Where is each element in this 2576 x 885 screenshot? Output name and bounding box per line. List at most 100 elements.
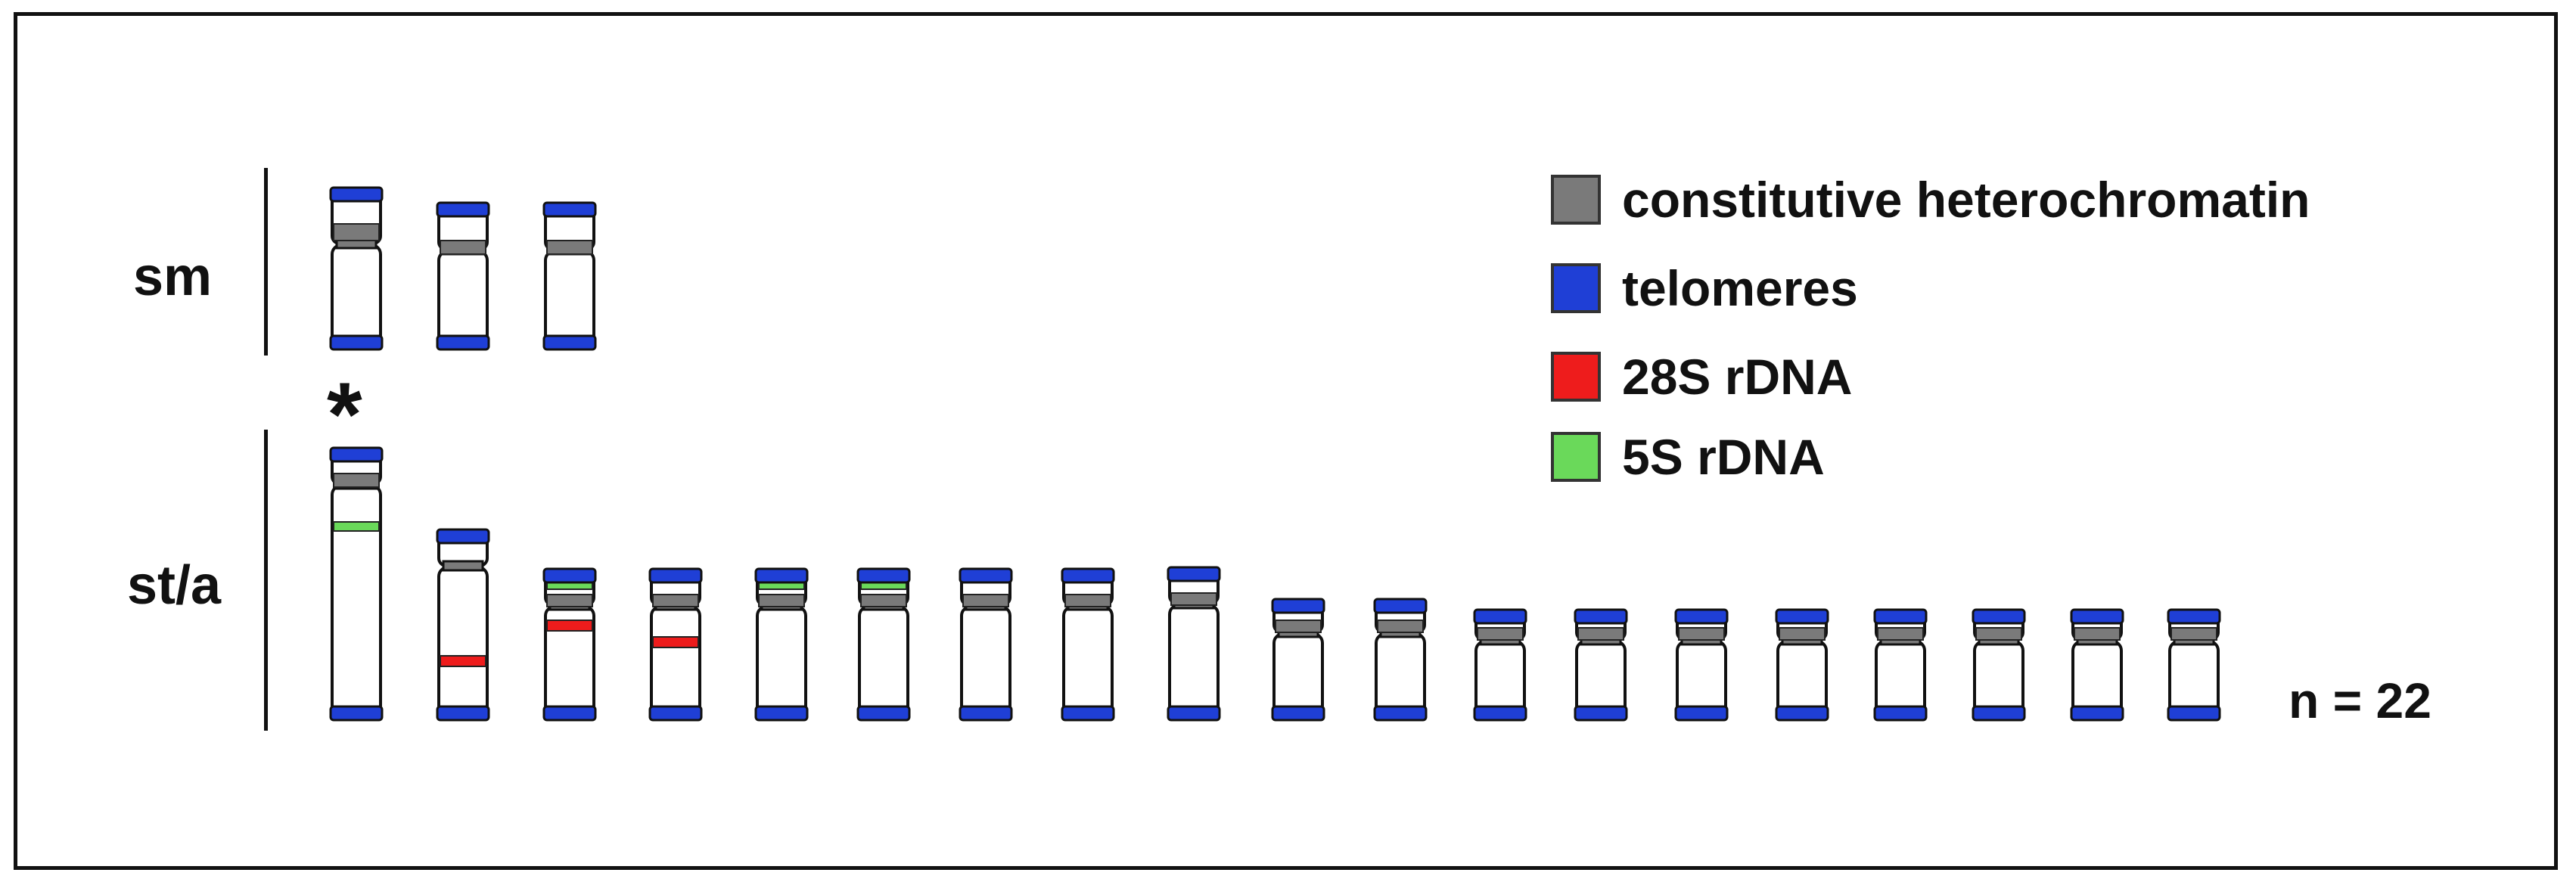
- band-0: [1275, 620, 1322, 633]
- chromosome-st-a-5: [754, 567, 809, 722]
- chromosome-st-a-10: [1271, 598, 1325, 722]
- telomere-bottom: [1574, 705, 1628, 722]
- heterochromatin-swatch-icon: [1551, 175, 1601, 225]
- long-arm: [331, 244, 382, 346]
- long-arm: [650, 605, 701, 717]
- chromosome-st-a-3: [542, 567, 597, 722]
- band-0: [1577, 627, 1624, 641]
- group-label-sm: sm: [133, 247, 213, 307]
- telomere-bottom: [436, 705, 490, 722]
- band-1: [333, 521, 380, 532]
- long-arm: [1062, 605, 1114, 717]
- band-0: [333, 473, 380, 488]
- long-arm: [1875, 640, 1926, 717]
- legend-item-5s-rdna: 5S rDNA: [1551, 428, 1825, 486]
- telomere-bottom: [542, 705, 597, 722]
- legend-label-heterochromatin: constitutive heterochromatin: [1622, 172, 2310, 228]
- telomere-top: [436, 528, 490, 545]
- band-0: [1678, 627, 1725, 641]
- telomere-bottom: [1271, 705, 1325, 722]
- chromosome-sm-3: [542, 201, 597, 351]
- telomere-bottom: [329, 705, 384, 722]
- long-arm: [544, 250, 595, 346]
- long-arm: [1676, 640, 1727, 717]
- chromosome-st-a-4: [648, 567, 703, 722]
- telomere-top: [1473, 608, 1527, 625]
- chromosome-st-a-17: [1972, 608, 2026, 722]
- long-arm: [756, 605, 807, 717]
- band-0: [333, 223, 380, 241]
- telomere-top: [1167, 566, 1221, 582]
- chromosome-st-a-1: [329, 446, 384, 722]
- telomere-top: [1674, 608, 1729, 625]
- band-0: [1064, 594, 1111, 607]
- telomere-bottom: [1473, 705, 1527, 722]
- legend-item-28s-rdna: 28S rDNA: [1551, 348, 1852, 405]
- chromosome-st-a-8: [1061, 567, 1115, 722]
- legend-item-heterochromatin: constitutive heterochromatin: [1551, 171, 2310, 228]
- telomere-top: [1972, 608, 2026, 625]
- band-1: [652, 636, 699, 648]
- legend-label-5s-rdna: 5S rDNA: [1622, 429, 1825, 485]
- group-divider-st-a: [264, 430, 268, 731]
- telomere-bottom: [1972, 705, 2026, 722]
- long-arm: [1973, 640, 2024, 717]
- telomere-top: [1775, 608, 1829, 625]
- chromosome-st-a-18: [2070, 608, 2124, 722]
- long-arm: [2168, 640, 2220, 717]
- telomere-top: [648, 567, 703, 584]
- long-arm: [1776, 640, 1828, 717]
- band-0: [546, 240, 593, 255]
- chromosome-st-a-2: [436, 528, 490, 722]
- chromosome-sm-2: [436, 201, 490, 351]
- telomere-top: [542, 567, 597, 584]
- telomere-bottom: [2167, 705, 2221, 722]
- chromosome-st-a-15: [1775, 608, 1829, 722]
- telomere-top: [754, 567, 809, 584]
- long-arm: [1168, 604, 1220, 717]
- band-0: [2170, 627, 2217, 641]
- band-0: [440, 240, 486, 255]
- telomere-top: [856, 567, 911, 584]
- band-0: [1975, 627, 2022, 641]
- chromosome-st-a-19: [2167, 608, 2221, 722]
- band-0: [962, 594, 1009, 607]
- band-0: [1877, 627, 1924, 641]
- group-label-st-a: st/a: [127, 555, 222, 616]
- chromosome-st-a-11: [1373, 598, 1428, 722]
- telomere-top: [329, 186, 384, 203]
- long-arm: [437, 566, 489, 717]
- telomere-bottom: [1373, 705, 1428, 722]
- telomere-top: [542, 201, 597, 218]
- long-arm: [331, 484, 382, 717]
- chromosome-st-a-13: [1574, 608, 1628, 722]
- telomere-bottom: [648, 705, 703, 722]
- band-0: [1377, 620, 1424, 633]
- legend-label-28s-rdna: 28S rDNA: [1622, 349, 1853, 405]
- chromosome-count: n = 22: [2289, 672, 2432, 728]
- telomere-top: [329, 446, 384, 463]
- band-1: [758, 594, 805, 607]
- figure-frame: [14, 12, 2558, 870]
- telomere-bottom: [542, 334, 597, 351]
- telomere-top: [2167, 608, 2221, 625]
- band-1: [860, 594, 907, 607]
- telomere-bottom: [754, 705, 809, 722]
- chromosome-st-a-16: [1873, 608, 1928, 722]
- telomere-top: [959, 567, 1013, 584]
- chromosome-st-a-6: [856, 567, 911, 722]
- chromosome-sm-1: [329, 186, 384, 351]
- chromosome-st-a-9: [1167, 566, 1221, 722]
- telomere-top: [436, 201, 490, 218]
- long-arm: [1575, 640, 1627, 717]
- telomere-bottom: [856, 705, 911, 722]
- long-arm: [2071, 640, 2123, 717]
- telomere-bottom: [959, 705, 1013, 722]
- legend-item-telomeres: telomeres: [1551, 259, 1858, 317]
- telomere-bottom: [2070, 705, 2124, 722]
- long-arm: [1474, 640, 1526, 717]
- chromosome-st-a-7: [959, 567, 1013, 722]
- asterisk-marker: *: [327, 364, 362, 465]
- chromosome-st-a-12: [1473, 608, 1527, 722]
